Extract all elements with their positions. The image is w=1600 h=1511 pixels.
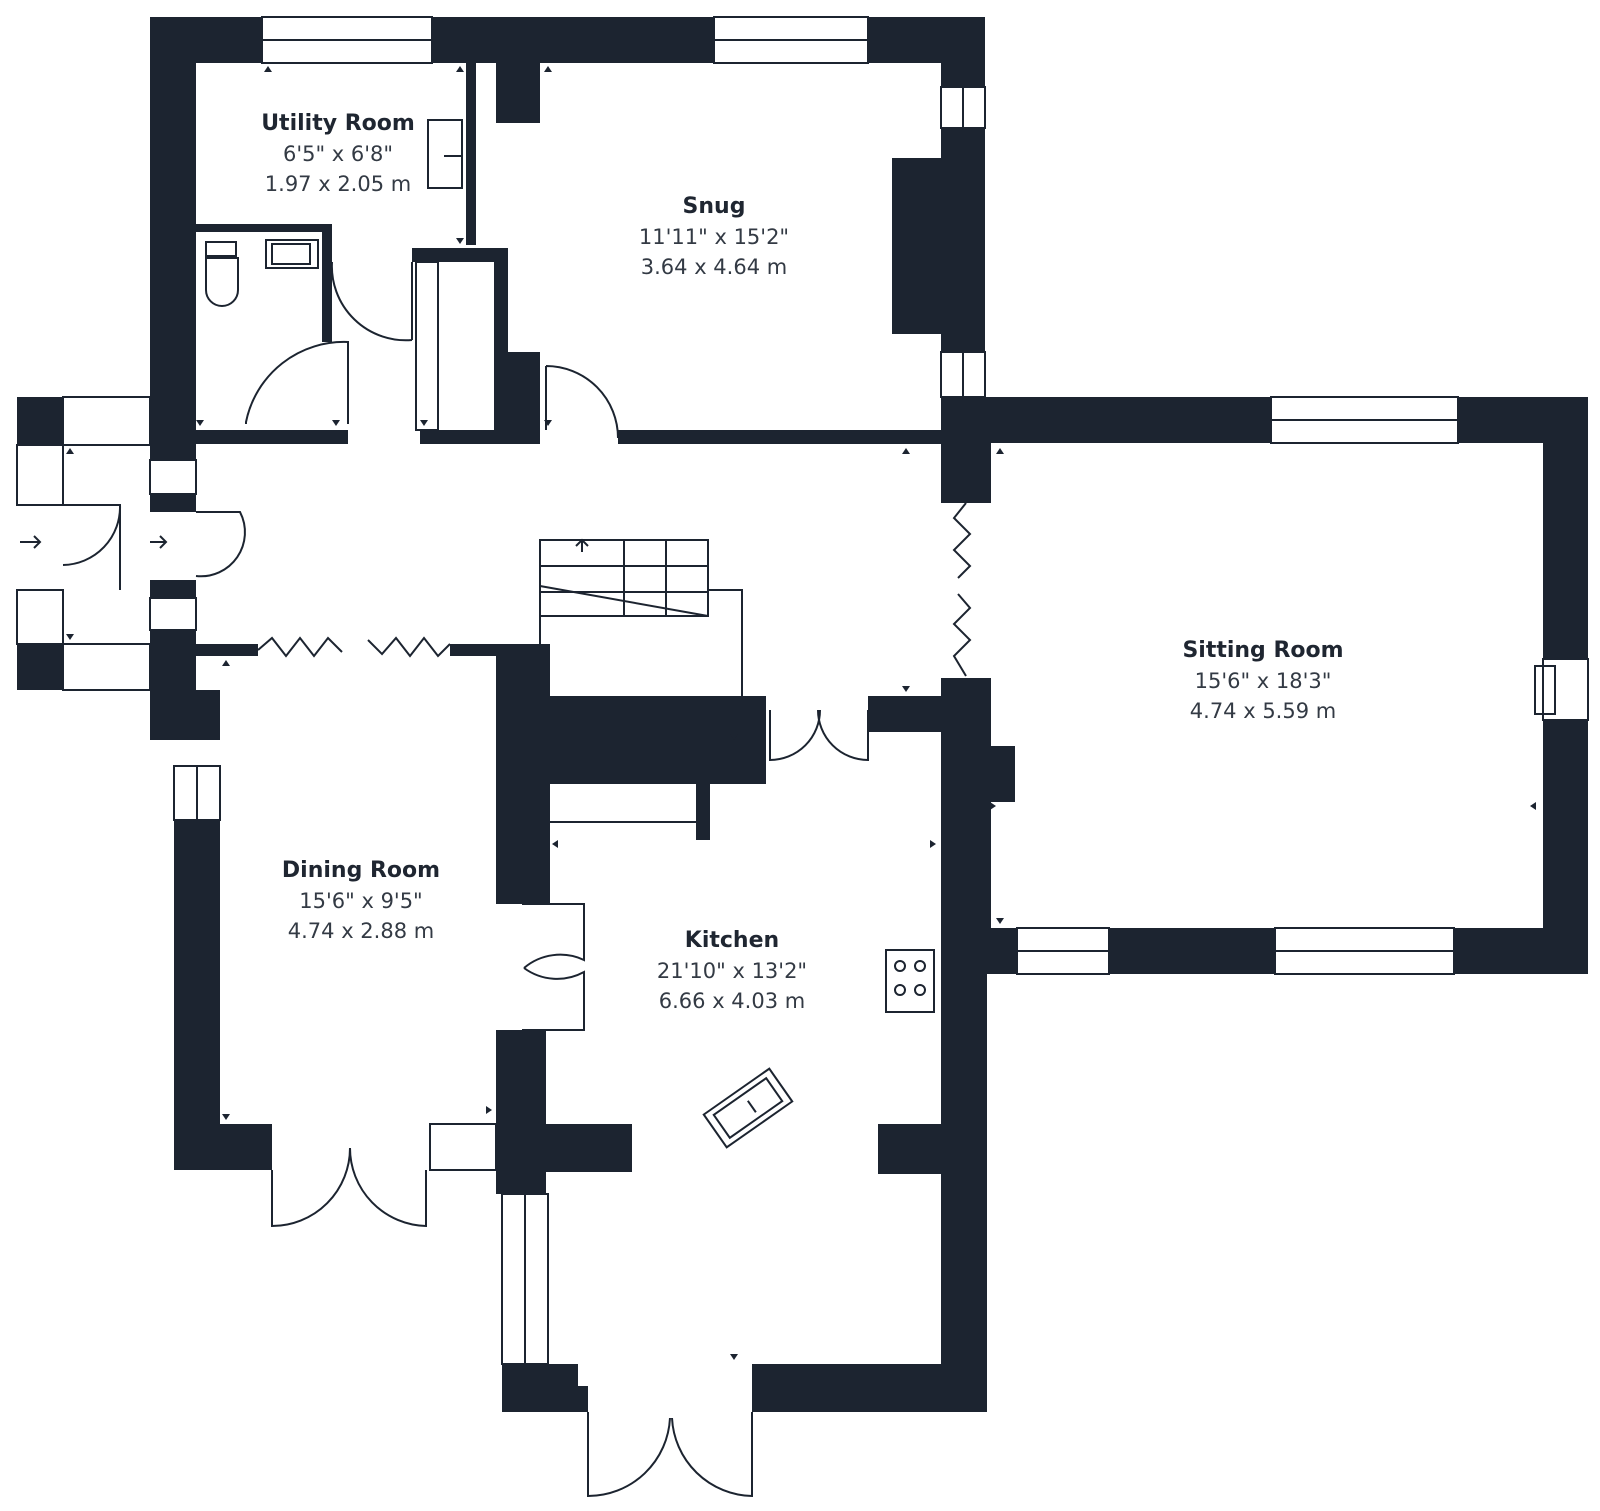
room-name: Sitting Room [1182,638,1344,663]
room-imperial-size: 15'6" x 9'5" [299,889,423,913]
room-imperial-size: 21'10" x 13'2" [656,959,808,983]
room-imperial-size: 15'6" x 18'3" [1194,669,1332,693]
room-metric-size: 4.74 x 5.59 m [1189,699,1337,723]
fixtures [20,119,1556,1149]
room-imperial-size: 6'5" x 6'8" [282,142,394,166]
room-name: Kitchen [684,928,780,953]
room-metric-size: 4.74 x 2.88 m [287,919,435,943]
dining-room-label: Dining Room 15'6" x 9'5" 4.74 x 2.88 m [282,856,440,946]
utility-room-label: Utility Room 6'5" x 6'8" 1.97 x 2.05 m [261,109,415,199]
room-metric-size: 3.64 x 4.64 m [640,255,788,279]
measure-ticks [66,66,1536,1360]
doors [62,261,869,1498]
room-name: Dining Room [281,858,441,883]
folding-doors [257,502,972,677]
walls [17,17,1588,1412]
room-metric-size: 1.97 x 2.05 m [264,172,412,196]
sitting-room-label: Sitting Room 15'6" x 18'3" 4.74 x 5.59 m [1182,636,1343,726]
windows [16,16,1589,1365]
room-name: Utility Room [261,111,415,136]
room-name: Snug [682,194,746,219]
room-imperial-size: 11'11" x 15'2" [638,225,790,249]
kitchen-label: Kitchen 21'10" x 13'2" 6.66 x 4.03 m [657,926,807,1016]
room-metric-size: 6.66 x 4.03 m [658,989,806,1013]
snug-label: Snug 11'11" x 15'2" 3.64 x 4.64 m [639,192,789,282]
staircase [539,538,743,696]
